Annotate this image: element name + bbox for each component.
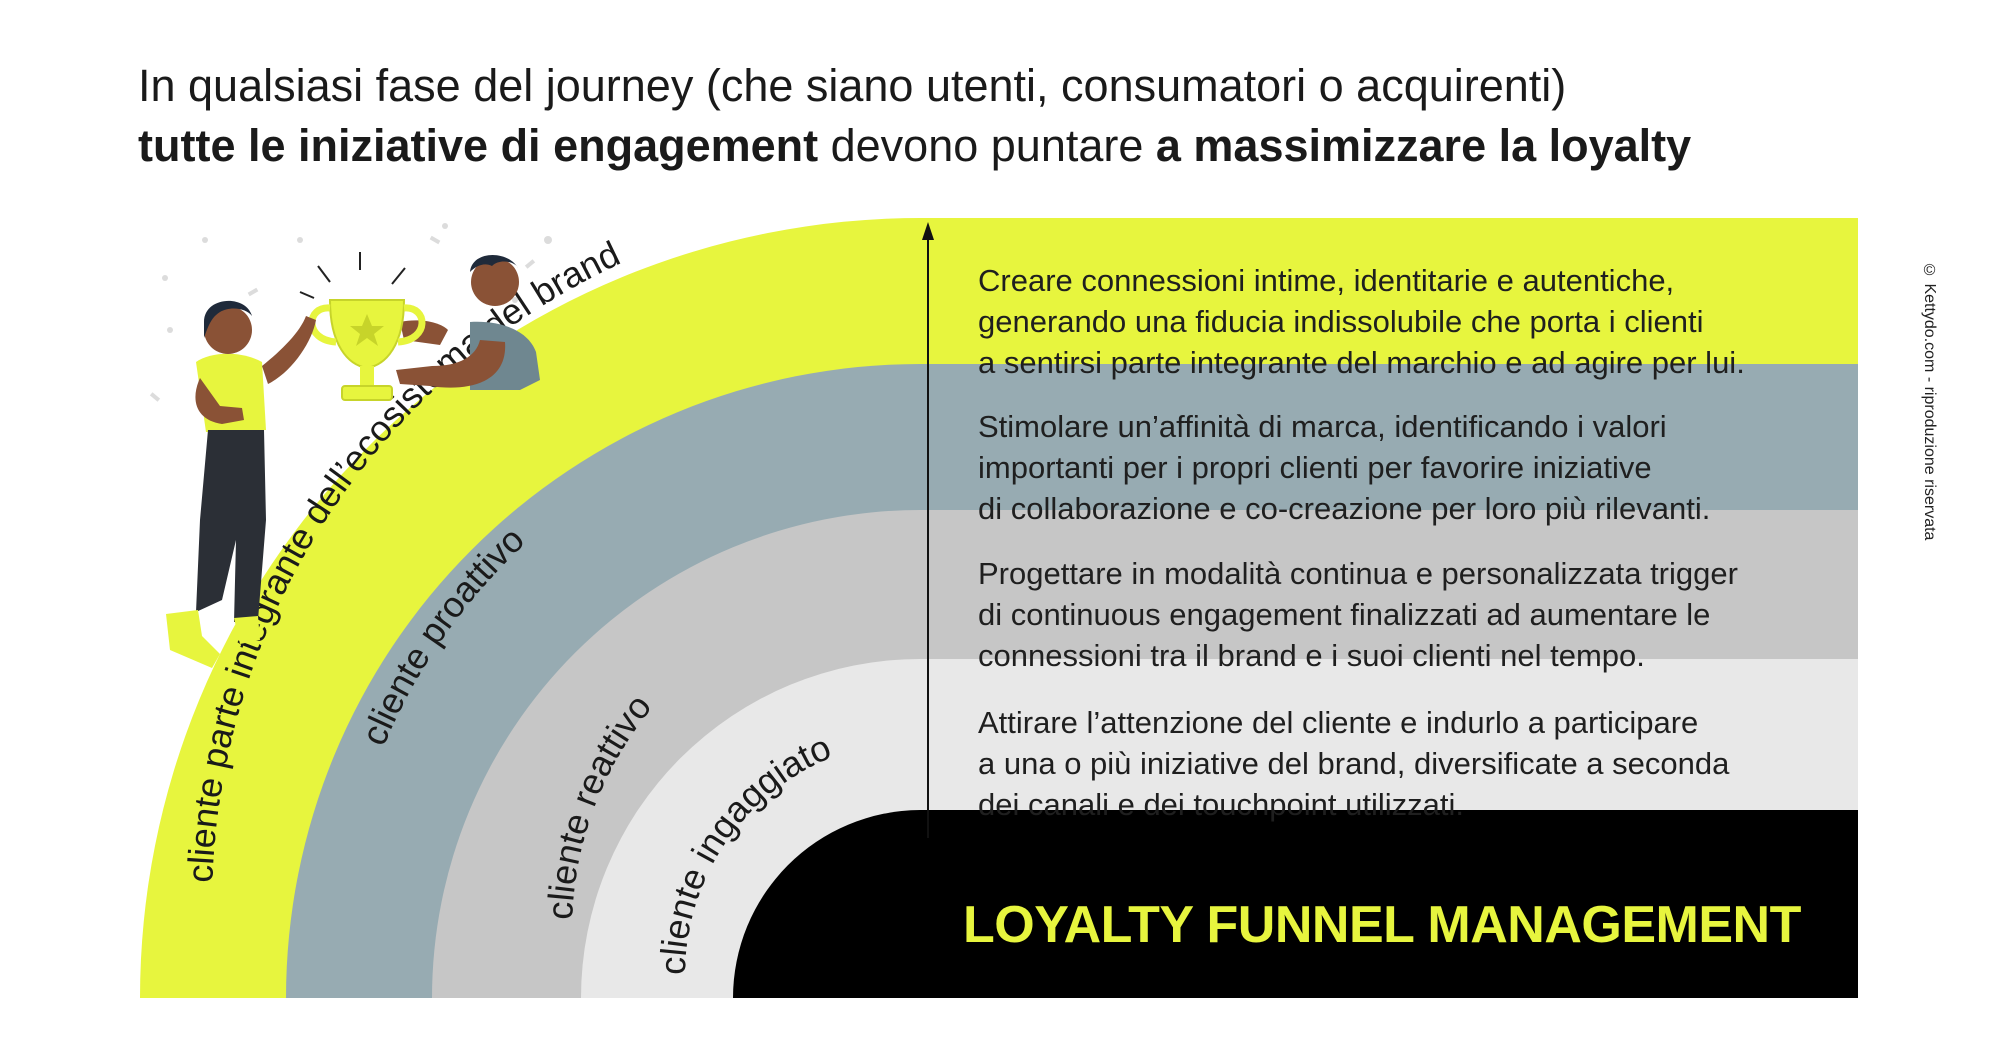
- headline-line-1: In qualsiasi fase del journey (che siano…: [138, 60, 1567, 111]
- headline-line-2: tutte le iniziative di engagement devono…: [138, 116, 1691, 176]
- trophy-icon: [308, 299, 426, 401]
- description-parte-integrante: Creare connessioni intime, identitarie e…: [978, 260, 1745, 383]
- description-line: di collaborazione e co-creazione per lor…: [978, 491, 1711, 526]
- progress-arrow-head: [922, 222, 934, 240]
- description-line: Progettare in modalità continua e person…: [978, 556, 1738, 591]
- trophy-shine-lines: [299, 252, 406, 299]
- woman-figure: [166, 300, 316, 668]
- description-line: a sentirsi parte integrante del marchio …: [978, 345, 1745, 380]
- trophy-celebration-illustration: [149, 223, 552, 668]
- description-line: di continuous engagement finalizzati ad …: [978, 597, 1711, 632]
- description-line: a una o più iniziative del brand, divers…: [978, 746, 1730, 781]
- man-figure: [396, 254, 540, 390]
- description-line: dei canali e dei touchpoint utilizzati.: [978, 787, 1464, 822]
- description-ingaggiato: Attirare l’attenzione del cliente e indu…: [978, 702, 1729, 825]
- description-proattivo: Stimolare un’affinità di marca, identifi…: [978, 406, 1710, 529]
- description-line: Stimolare un’affinità di marca, identifi…: [978, 409, 1667, 444]
- description-line: Creare connessioni intime, identitarie e…: [978, 263, 1675, 298]
- description-line: Attirare l’attenzione del cliente e indu…: [978, 705, 1699, 740]
- headline-bold-loyalty: a massimizzare la loyalty: [1155, 120, 1692, 171]
- funnel-title: LOYALTY FUNNEL MANAGEMENT: [963, 896, 1801, 954]
- headline-bold-engagement: tutte le iniziative di engagement: [138, 120, 819, 171]
- headline-middle: devono puntare: [818, 120, 1156, 171]
- description-reattivo: Progettare in modalità continua e person…: [978, 553, 1738, 676]
- headline: In qualsiasi fase del journey (che siano…: [138, 56, 1691, 176]
- band-base-black: [733, 810, 1858, 998]
- copyright-notice: © Kettydo.com - riproduzione riservata: [1921, 262, 1938, 541]
- description-line: generando una fiducia indissolubile che …: [978, 304, 1704, 339]
- description-line: connessioni tra il brand e i suoi client…: [978, 638, 1645, 673]
- description-line: importanti per i propri clienti per favo…: [978, 450, 1652, 485]
